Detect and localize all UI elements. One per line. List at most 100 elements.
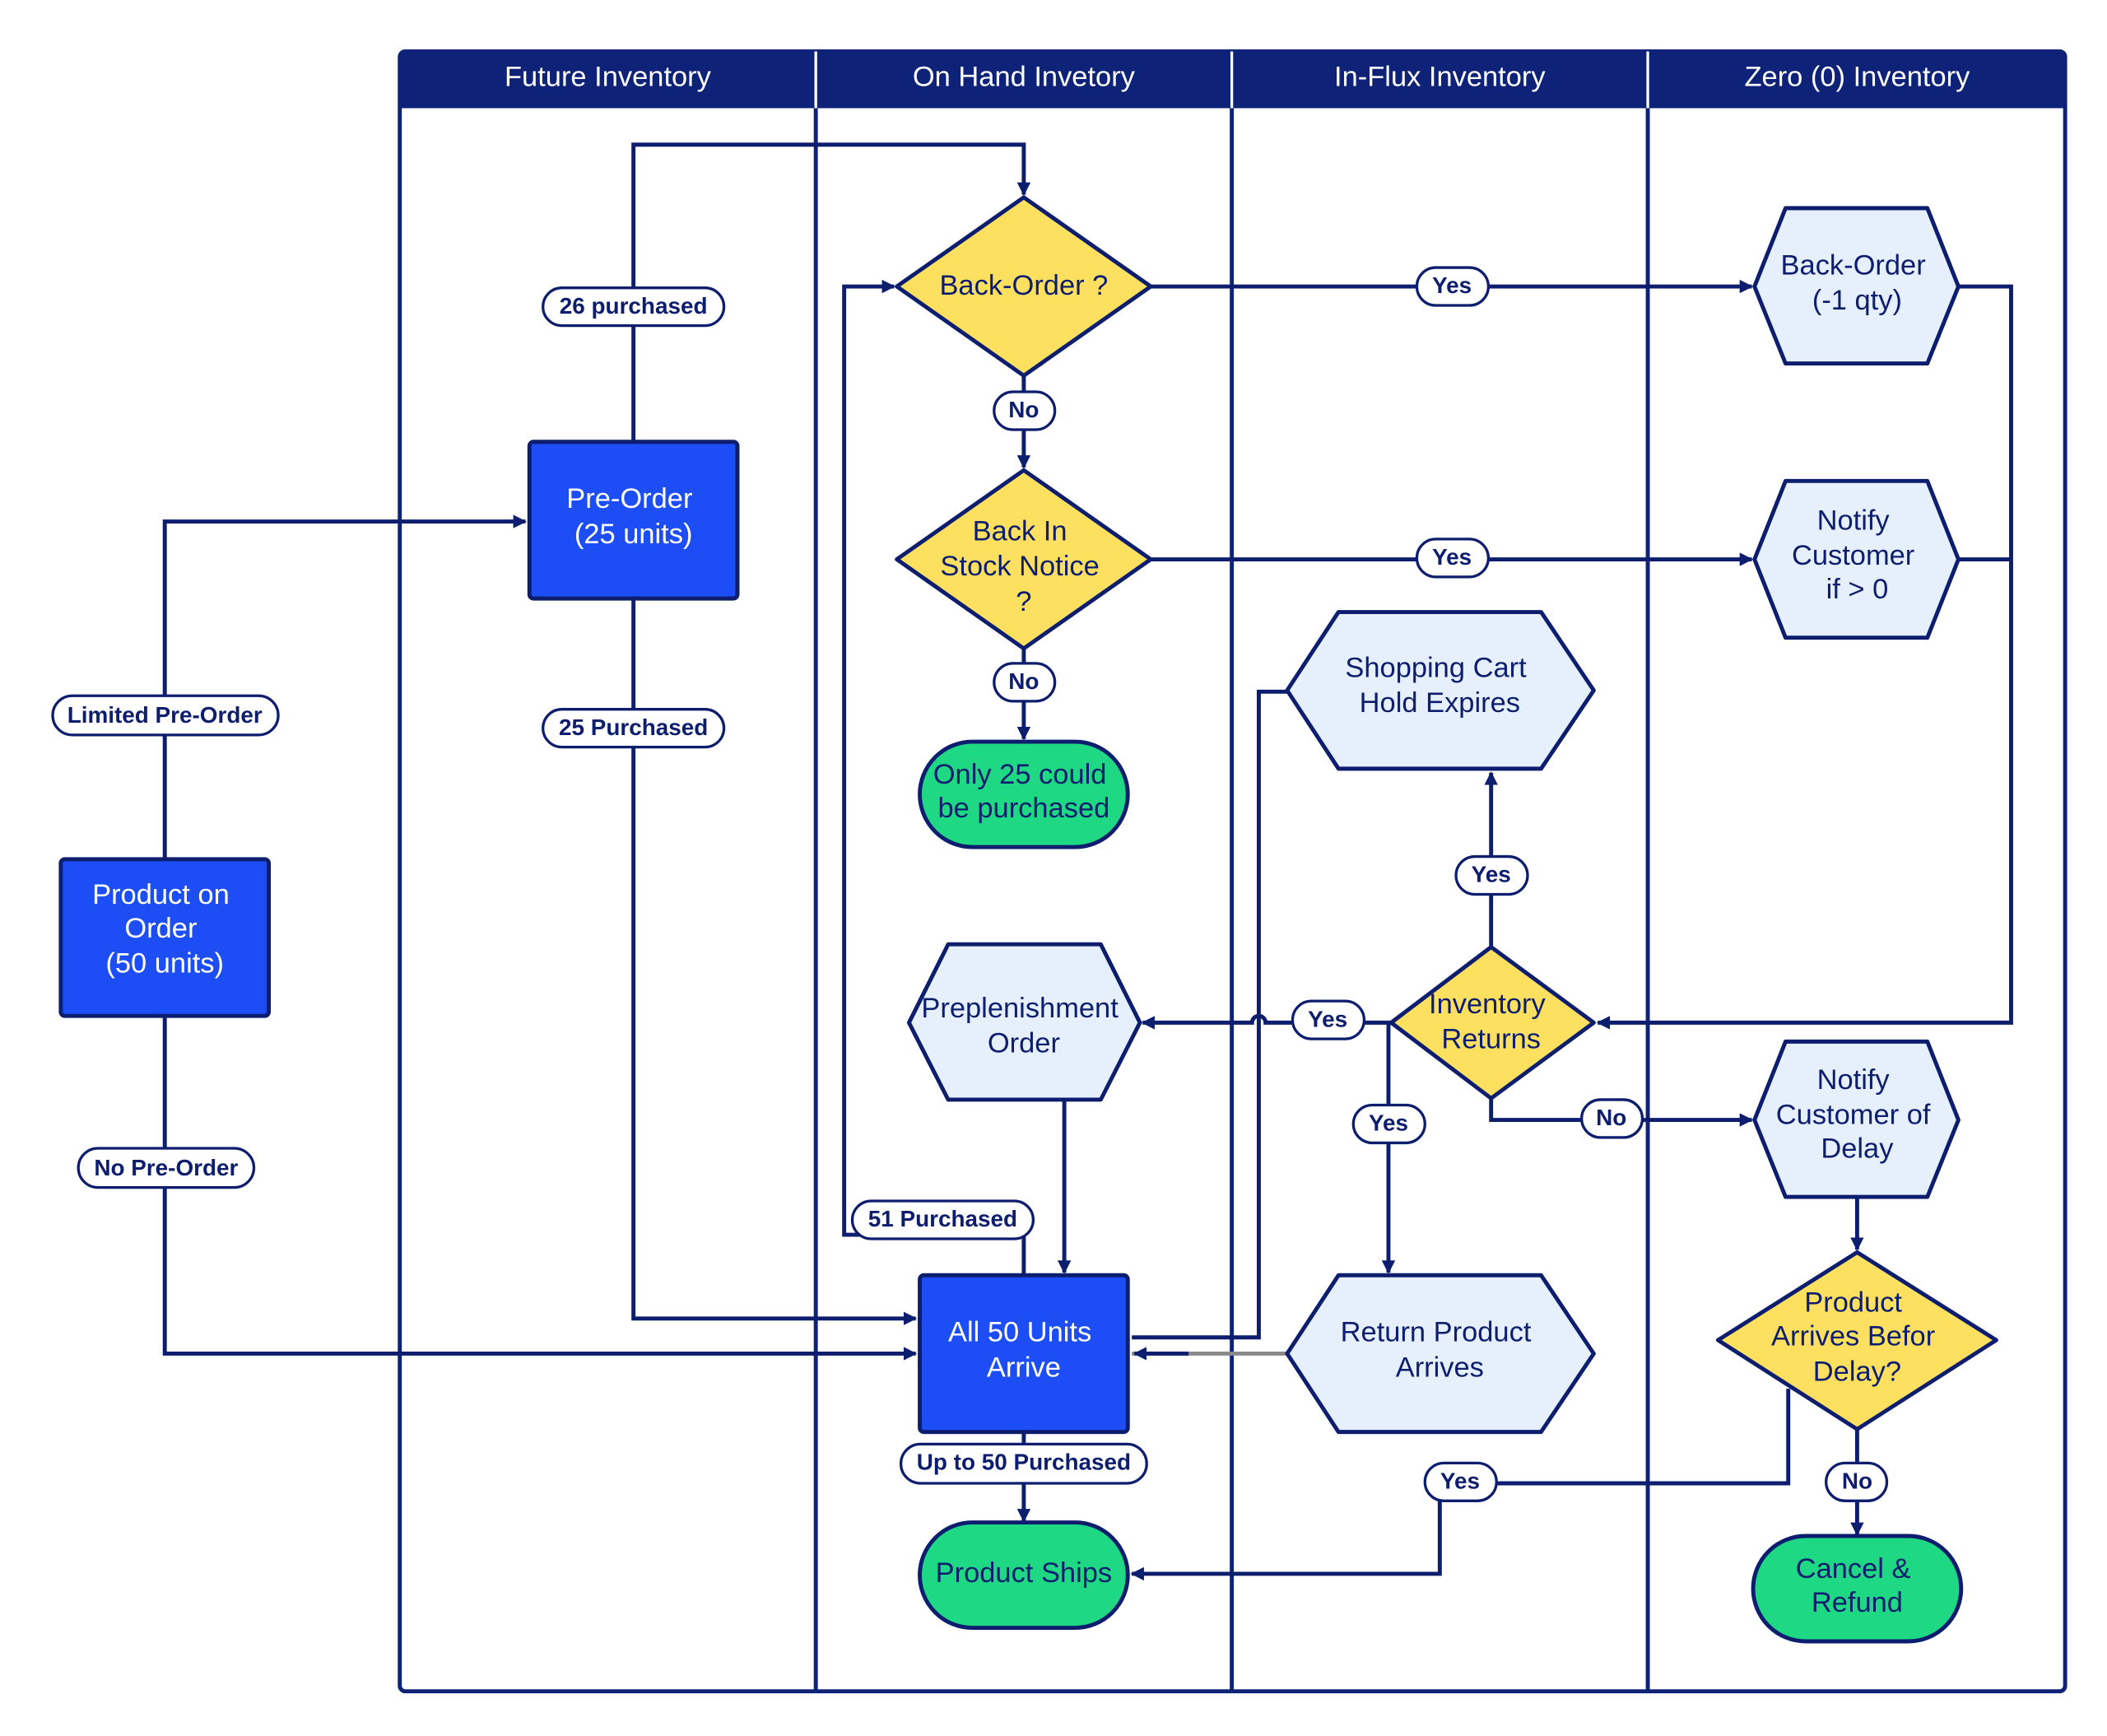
edge-backorder-to-returns: [1596, 284, 2013, 1030]
node-text: Refund: [1812, 1587, 1903, 1618]
node-text: if > 0: [1826, 574, 1889, 605]
hexagon-notify-gt0[interactable]: Notify Customer if > 0: [1752, 478, 1960, 640]
edge-25-purchased: [631, 599, 918, 1325]
node-text: Hold Expires: [1360, 687, 1520, 719]
decision-inventory-returns[interactable]: Inventory Returns: [1388, 945, 1596, 1101]
node-text: Product on: [92, 879, 230, 910]
label-yes-replenish: Yes: [1291, 999, 1366, 1040]
label-25-purchased: 25 Purchased: [542, 708, 726, 749]
svg-text:Cancel & Refund: Cancel & Refund: [1796, 1553, 1919, 1618]
node-text: Only 25 could: [933, 759, 1107, 790]
node-text: Customer of: [1776, 1099, 1931, 1130]
edge-51-purchased: [842, 279, 1026, 1276]
label-text: No: [1842, 1468, 1872, 1494]
label-limited-pre-order: Limited Pre-Order: [51, 694, 280, 737]
svg-text:Back-Order (-1 qty): Back-Order (-1 qty): [1781, 249, 1934, 316]
edge-labels: Limited Pre-Order No Pre-Order 26 purcha…: [51, 266, 1889, 1502]
svg-text:Preplenishment Order: Preplenishment Order: [921, 993, 1126, 1059]
label-no-backorder: No: [993, 390, 1057, 431]
svg-text:All 50 Units Arrive: All 50 Units Arrive: [948, 1317, 1100, 1384]
svg-text:Product Arrives Befor: Product Arrives Befor Delay?: [1771, 1287, 1943, 1388]
edge-returns-no: [1489, 1098, 1754, 1127]
label-text: 51 Purchased: [868, 1206, 1017, 1231]
svg-text:Pre-Order (25 units): Pre-Order (25 units): [566, 483, 700, 550]
label-up-to-50: Up to 50 Purchased: [899, 1442, 1148, 1485]
process-product-on-order[interactable]: Product on Order (50 units): [58, 857, 272, 1018]
label-text: 26 purchased: [560, 293, 708, 319]
node-text: Back-Order: [1781, 249, 1926, 281]
node-text: Return Product: [1341, 1317, 1532, 1348]
process-all-50-arrive[interactable]: All 50 Units Arrive: [918, 1273, 1130, 1435]
svg-text:Return Product Arrives: Return Product Arrives: [1341, 1317, 1539, 1384]
terminal-only-25[interactable]: Only 25 could be purchased: [918, 739, 1130, 849]
svg-text:Product on Order: Product on Order (50 units): [92, 879, 237, 980]
label-yes-backorder: Yes: [1415, 266, 1491, 307]
label-51-purchased: 51 Purchased: [850, 1199, 1035, 1240]
lane-title-zero: Zero (0) Inventory: [1745, 62, 1971, 93]
node-text: Preplenishment: [921, 993, 1119, 1024]
label-26-purchased: 26 purchased: [542, 286, 726, 328]
process-pre-order[interactable]: Pre-Order (25 units): [527, 440, 740, 601]
label-yes-arrives: Yes: [1423, 1461, 1498, 1502]
node-text: Order: [124, 913, 197, 944]
node-text: Shopping Cart: [1345, 652, 1527, 683]
decision-back-order[interactable]: Back-Order ?: [895, 195, 1153, 378]
node-text: Returns: [1441, 1024, 1541, 1055]
node-text: (25 units): [574, 519, 693, 550]
label-text: Yes: [1472, 862, 1511, 887]
hexagon-shopping-cart-hold[interactable]: Shopping Cart Hold Expires: [1285, 610, 1596, 771]
lane-title-onhand: On Hand Invetory: [913, 62, 1136, 93]
label-text: No: [1008, 668, 1039, 694]
hexagon-replenishment-order[interactable]: Preplenishment Order: [906, 942, 1142, 1102]
label-no-pre-order: No Pre-Order: [77, 1147, 256, 1189]
label-yes-return: Yes: [1351, 1103, 1426, 1145]
label-no-arrives: No: [1825, 1461, 1889, 1502]
label-text: Yes: [1308, 1006, 1347, 1031]
nodes: Product on Order (50 units) Pre-Order (2…: [58, 195, 1998, 1644]
decision-back-in-stock[interactable]: Back In Stock Notice ?: [895, 468, 1153, 651]
node-text: Notify: [1817, 505, 1891, 536]
svg-text:Back In Stock Notice: Back In Stock Notice ?: [940, 516, 1107, 617]
node-text: Product: [1804, 1287, 1902, 1319]
terminal-cancel-refund[interactable]: Cancel & Refund: [1751, 1534, 1964, 1644]
decision-arrives-before-delay[interactable]: Product Arrives Befor Delay?: [1715, 1250, 1998, 1431]
node-text: Cancel &: [1796, 1553, 1911, 1585]
label-yes-stocknotice: Yes: [1415, 538, 1491, 579]
label-no-returns: No: [1580, 1098, 1644, 1139]
label-no-stocknotice: No: [993, 662, 1057, 703]
node-text: Arrives Befor: [1771, 1321, 1935, 1352]
node-text: Arrives: [1396, 1352, 1484, 1383]
hexagon-return-product-arrives[interactable]: Return Product Arrives: [1285, 1273, 1596, 1435]
node-text: Stock Notice: [940, 551, 1099, 582]
node-text: Back-Order ?: [939, 270, 1108, 301]
label-text: Yes: [1440, 1468, 1480, 1494]
hexagon-back-order-qty[interactable]: Back-Order (-1 qty): [1752, 206, 1960, 366]
label-text: No Pre-Order: [94, 1155, 238, 1180]
hexagon-notify-delay[interactable]: Notify Customer of Delay: [1752, 1039, 1960, 1199]
node-text: Product Ships: [936, 1557, 1113, 1589]
label-text: No: [1596, 1105, 1626, 1130]
node-text: ?: [1016, 586, 1031, 617]
lane-title-future: Future Inventory: [505, 62, 712, 93]
terminal-product-ships[interactable]: Product Ships: [918, 1520, 1130, 1631]
node-text: All 50 Units: [948, 1317, 1091, 1348]
node-text: (-1 qty): [1812, 285, 1902, 316]
node-text: be purchased: [937, 793, 1109, 824]
node-text: Pre-Order: [566, 483, 692, 514]
svg-text:Only 25 could be purch: Only 25 could be purchased: [933, 759, 1114, 824]
svg-text:Shopping Cart Hold Exp: Shopping Cart Hold Expires: [1345, 652, 1534, 719]
label-text: 25 Purchased: [559, 714, 708, 740]
svg-text:Inventory Returns: Inventory Returns: [1429, 989, 1553, 1055]
label-text: Limited Pre-Order: [67, 702, 263, 728]
lane-title-influx: In-Flux Inventory: [1334, 62, 1546, 93]
label-text: Yes: [1369, 1110, 1408, 1136]
edge-cart-to-arrive: [1132, 689, 1289, 1340]
node-text: Inventory: [1429, 989, 1546, 1020]
node-text: (50 units): [105, 948, 224, 980]
swimlane-container: Future Inventory On Hand Invetory In-Flu…: [398, 49, 2067, 1694]
label-text: Up to 50 Purchased: [917, 1450, 1131, 1475]
edge-limited-preorder: [162, 514, 527, 859]
node-text: Arrive: [987, 1352, 1061, 1383]
